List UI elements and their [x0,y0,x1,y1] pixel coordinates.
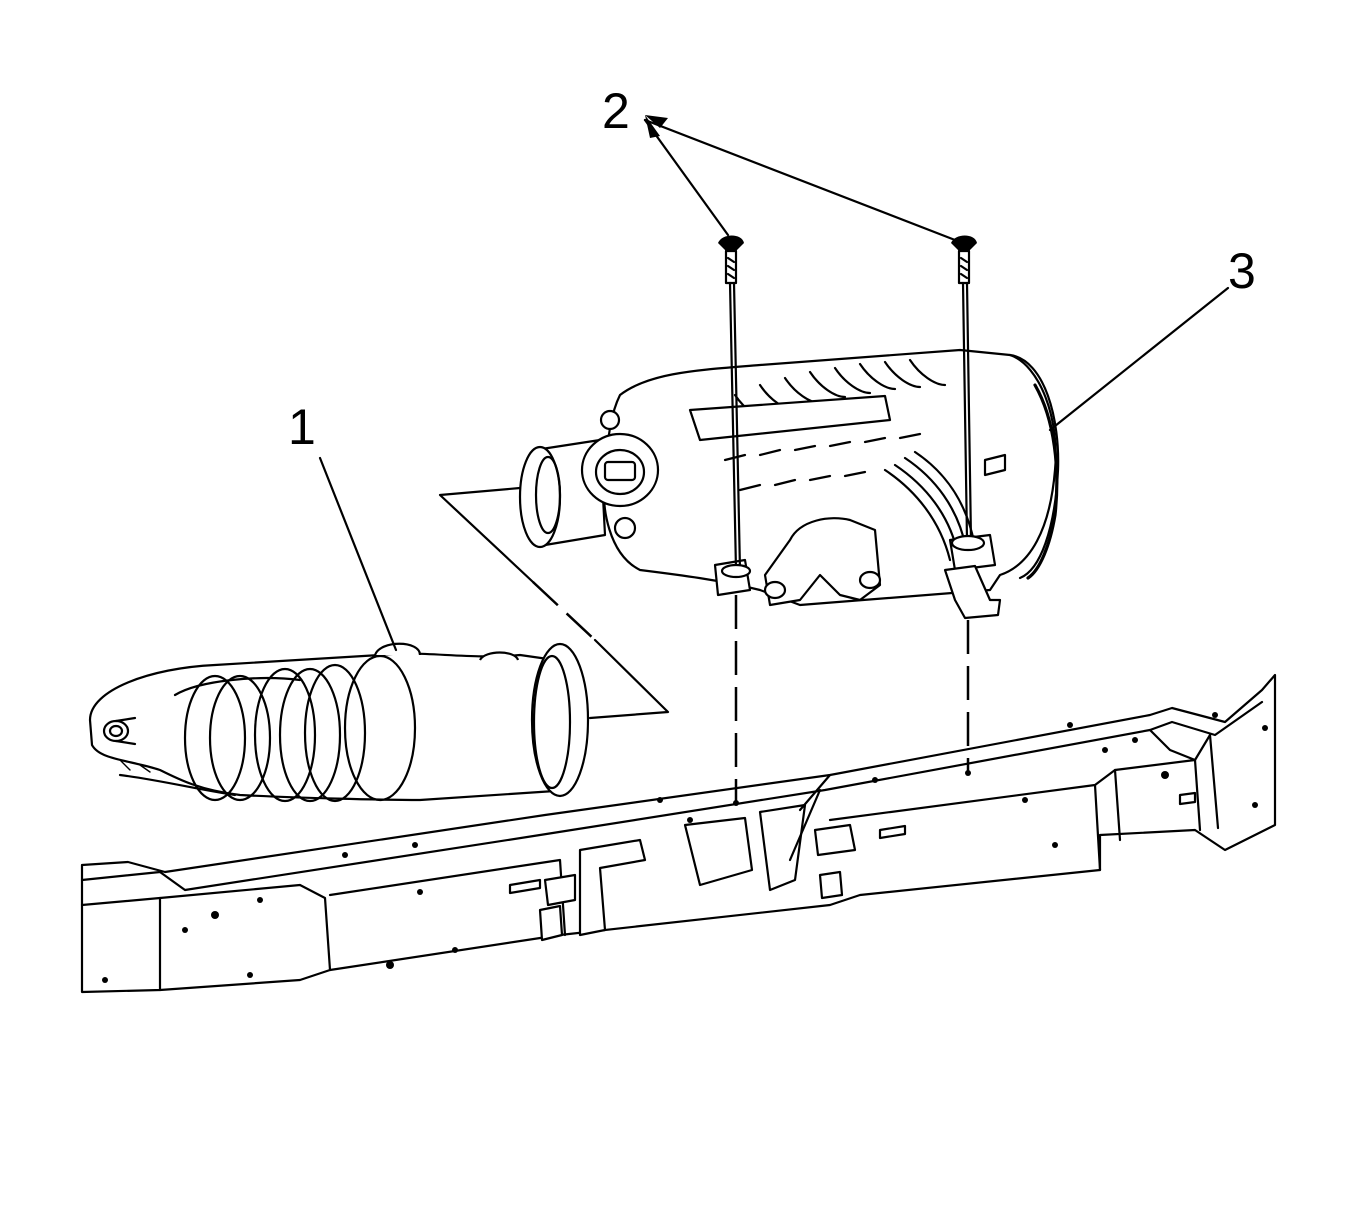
bolt-left [718,235,752,579]
air-intake-duct [88,642,590,803]
bolts [718,235,986,579]
leader-line-2b [643,118,957,242]
frame-crossmember [80,673,1277,994]
callout-1: 1 [288,399,316,455]
leader-line-3 [1048,286,1230,432]
callout-3: 3 [1228,243,1256,299]
leader-line-1 [318,456,398,652]
leader-line-2a [643,118,730,237]
callout-2: 2 [602,83,630,139]
air-cleaner-assembly [518,348,1060,620]
alignment-centerlines [438,486,971,806]
leader-lines [318,115,1230,652]
bolt-right [950,235,986,552]
callout-labels: 1 2 3 [288,83,1256,455]
